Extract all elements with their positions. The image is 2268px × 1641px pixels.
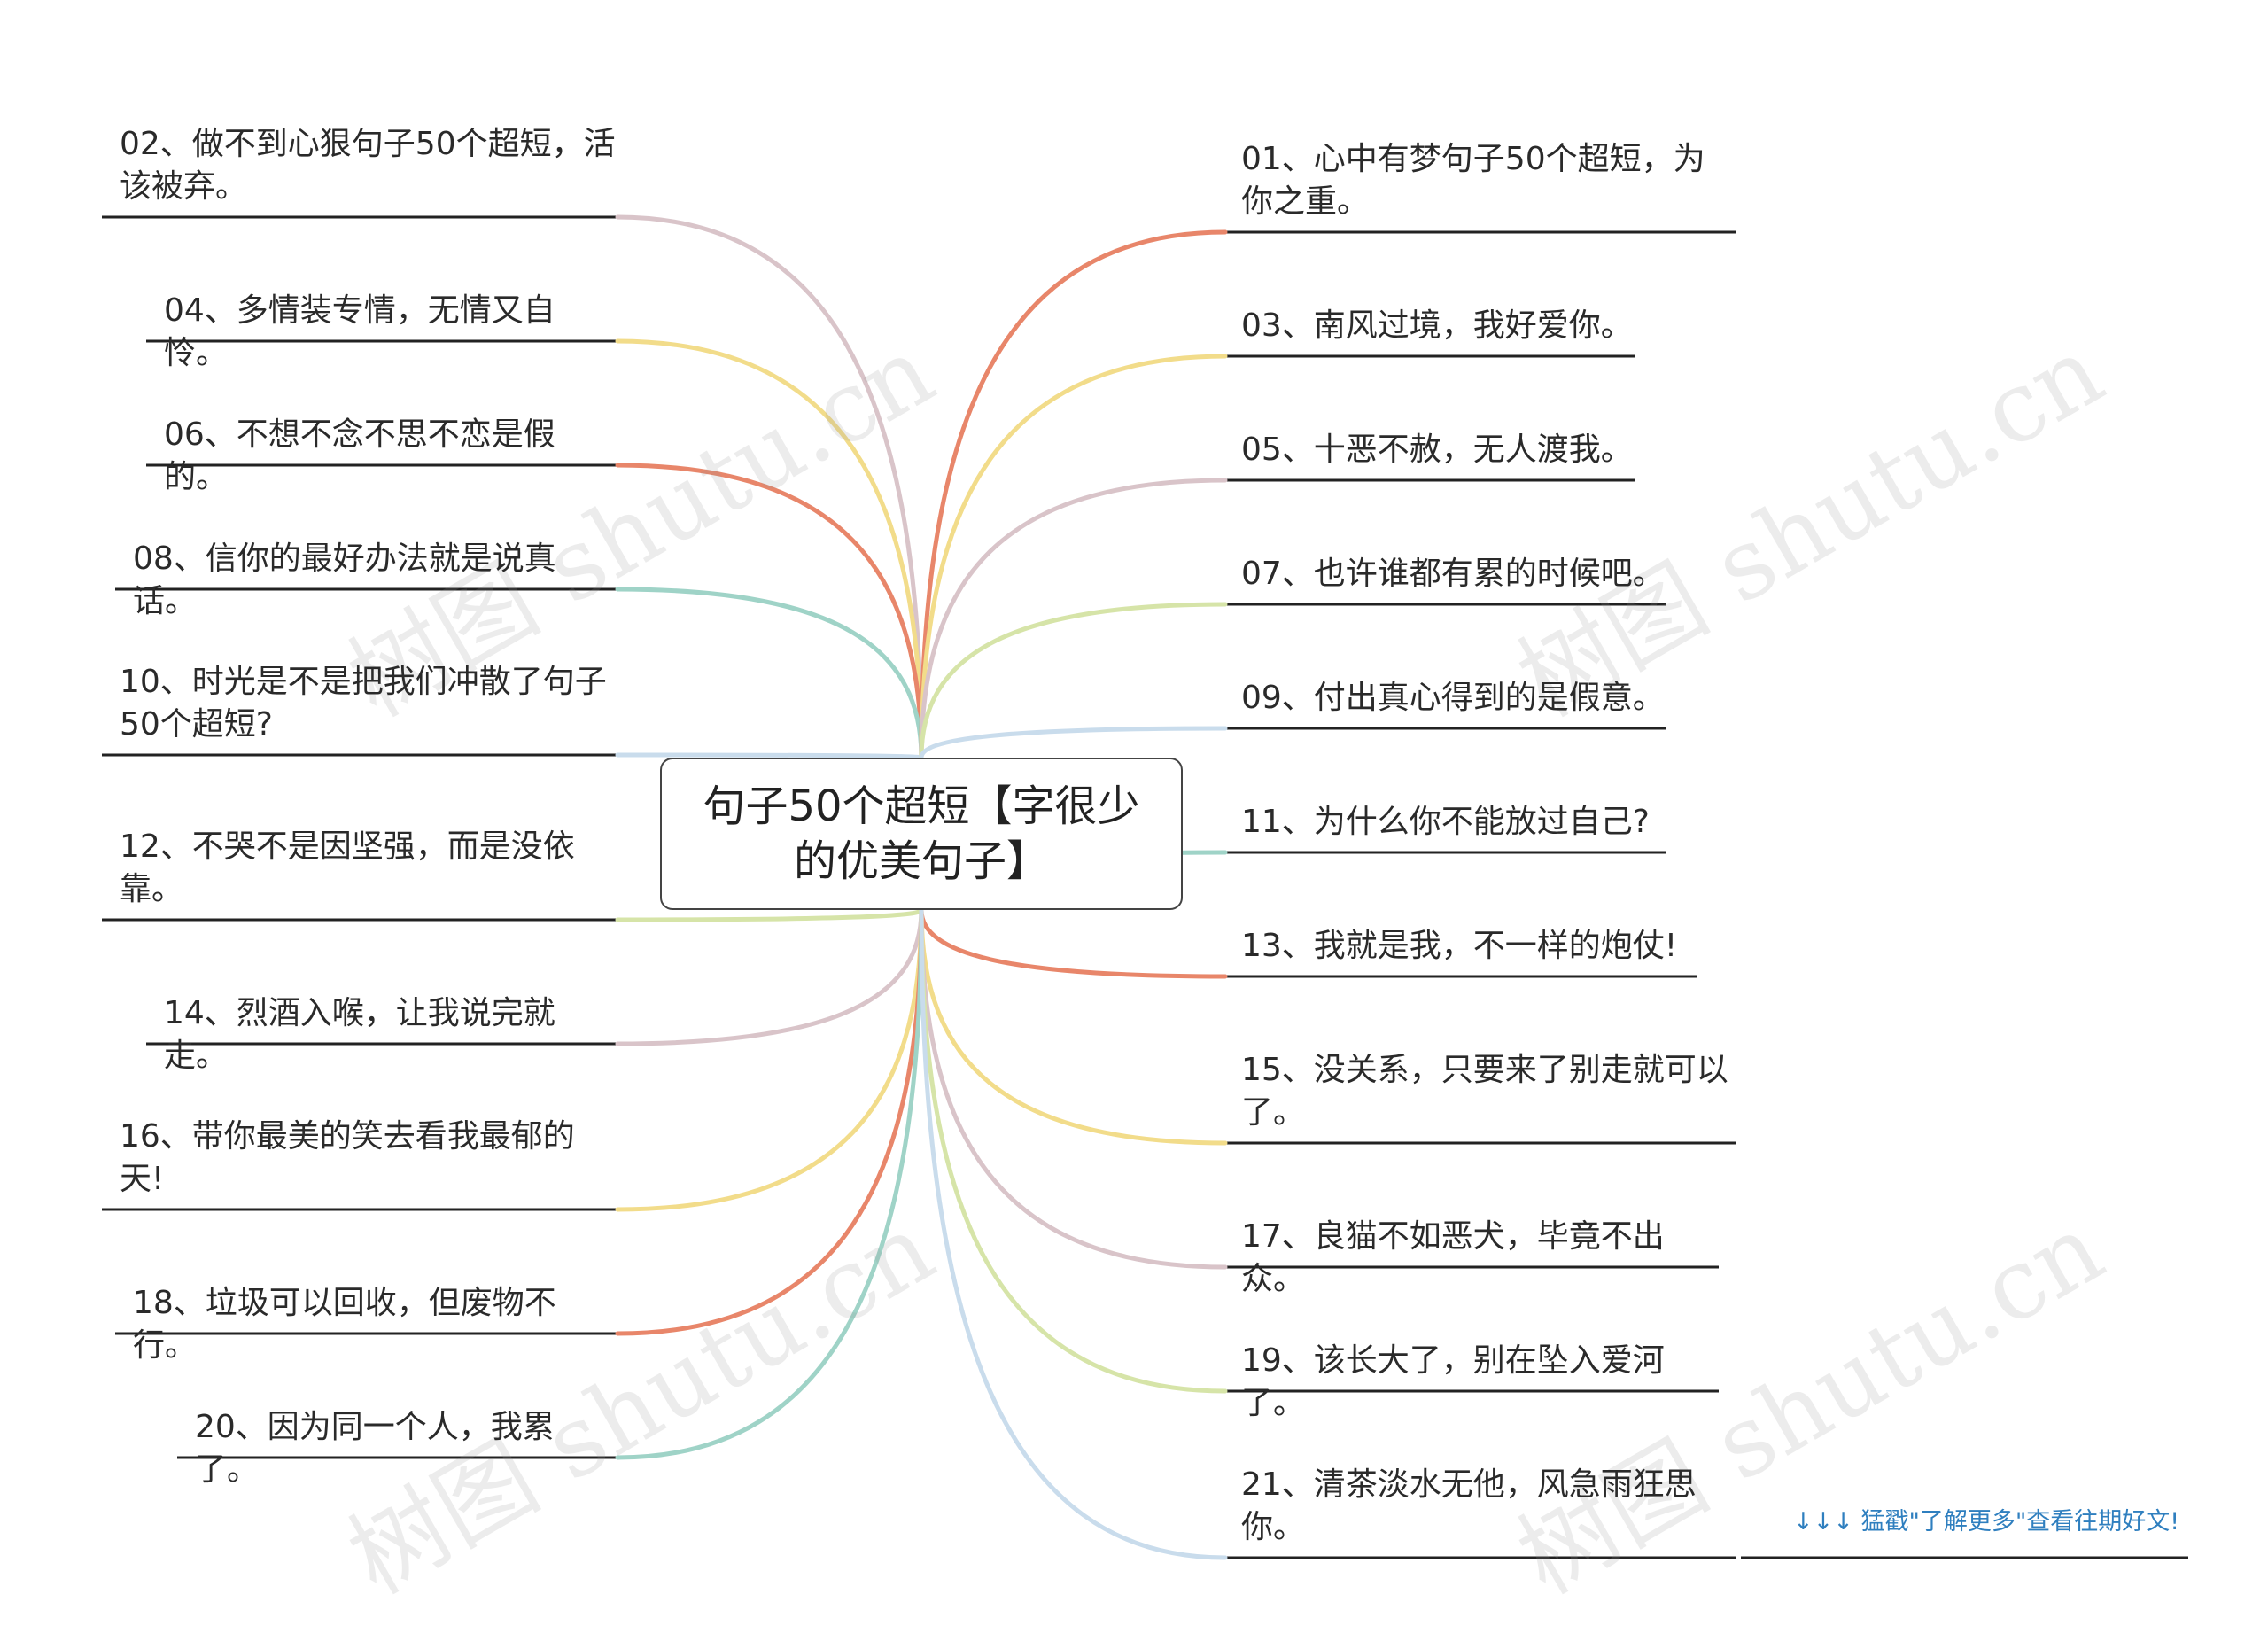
right-branch-label: 09、付出真心得到的是假意。 xyxy=(1241,680,1665,716)
left-branch-label: 08、信你的最好办法就是说真话。 xyxy=(133,541,556,619)
left-branch-7[interactable]: 14、烈酒入喉，让我说完就走。 xyxy=(164,992,616,1077)
right-branch-2[interactable]: 03、南风过境，我好爱你。 xyxy=(1241,305,1635,347)
left-branch-label: 16、带你最美的笑去看我最郁的天! xyxy=(120,1118,575,1197)
right-branch-link xyxy=(919,478,1228,760)
right-branch-label: 17、良猫不如恶犬，毕竟不出众。 xyxy=(1241,1218,1665,1297)
right-branch-7[interactable]: 13、我就是我，不一样的炮仗! xyxy=(1241,925,1697,968)
left-branch-link xyxy=(615,907,924,1212)
right-branch-link xyxy=(919,726,1228,760)
more-link[interactable]: ↓↓↓ 猛戳"了解更多"查看往期好文! xyxy=(1793,1508,2180,1536)
right-branch-5[interactable]: 09、付出真心得到的是假意。 xyxy=(1241,677,1666,719)
left-branch-link xyxy=(615,214,924,760)
left-branch-3[interactable]: 06、不想不念不思不恋是假的。 xyxy=(164,414,616,499)
left-branch-link xyxy=(615,907,924,922)
right-branch-label: 13、我就是我，不一样的炮仗! xyxy=(1241,928,1678,964)
left-branch-label: 02、做不到心狠句子50个超短，活该被弃。 xyxy=(120,126,616,205)
left-branch-link xyxy=(615,338,924,760)
right-branch-link xyxy=(919,602,1228,760)
right-branch-link xyxy=(919,907,1228,1394)
right-branch-1[interactable]: 01、心中有梦句子50个超短，为你之重。 xyxy=(1241,138,1736,223)
right-branch-3[interactable]: 05、十恶不赦，无人渡我。 xyxy=(1241,429,1635,471)
right-branch-4[interactable]: 07、也许谁都有累的时候吧。 xyxy=(1241,553,1666,595)
right-branch-label: 15、没关系，只要来了别走就可以了。 xyxy=(1241,1052,1728,1131)
left-branch-9[interactable]: 18、垃圾可以回收，但废物不行。 xyxy=(133,1282,616,1367)
left-branch-8[interactable]: 16、带你最美的笑去看我最郁的天! xyxy=(120,1116,616,1201)
right-branch-label: 03、南风过境，我好爱你。 xyxy=(1241,307,1633,344)
right-branch-label: 05、十恶不赦，无人渡我。 xyxy=(1241,432,1633,468)
right-branch-link xyxy=(919,229,1228,760)
right-branch-11[interactable]: 21、清茶淡水无他，风急雨狂思你。 xyxy=(1241,1464,1736,1549)
left-branch-label: 04、多情装专情，无情又自怜。 xyxy=(164,292,555,371)
root-topic-title: 句子50个超短【字很少的优美句子】 xyxy=(703,782,1140,886)
left-branch-link xyxy=(615,907,924,1460)
left-branch-label: 06、不想不念不思不恋是假的。 xyxy=(164,416,555,495)
left-branch-10[interactable]: 20、因为同一个人，我累了。 xyxy=(195,1406,616,1491)
left-branch-5[interactable]: 10、时光是不是把我们冲散了句子50个超短? xyxy=(120,661,616,746)
right-branch-label: 21、清茶淡水无他，风急雨狂思你。 xyxy=(1241,1466,1697,1545)
left-branch-link xyxy=(615,907,924,1046)
right-branch-10[interactable]: 19、该长大了，别在坠入爱河了。 xyxy=(1241,1340,1719,1425)
left-branch-link xyxy=(615,463,924,760)
right-branch-link xyxy=(919,907,1228,1146)
right-branch-label: 01、心中有梦句子50个超短，为你之重。 xyxy=(1241,141,1705,220)
left-branch-link xyxy=(615,752,924,760)
left-branch-label: 10、时光是不是把我们冲散了句子50个超短? xyxy=(120,664,607,743)
right-branch-link xyxy=(919,354,1228,760)
right-branch-6[interactable]: 11、为什么你不能放过自己? xyxy=(1241,801,1666,844)
right-branch-label: 19、该长大了，别在坠入爱河了。 xyxy=(1241,1342,1665,1421)
left-branch-label: 18、垃圾可以回收，但废物不行。 xyxy=(133,1285,556,1364)
right-branch-label: 11、为什么你不能放过自己? xyxy=(1241,804,1650,840)
left-branch-label: 14、烈酒入喉，让我说完就走。 xyxy=(164,995,555,1074)
left-branch-link xyxy=(615,587,924,760)
left-branch-2[interactable]: 04、多情装专情，无情又自怜。 xyxy=(164,290,616,375)
left-branch-link xyxy=(615,907,924,1336)
right-branch-9[interactable]: 17、良猫不如恶犬，毕竟不出众。 xyxy=(1241,1216,1719,1301)
left-branch-label: 12、不哭不是因坚强，而是没依靠。 xyxy=(120,828,575,907)
left-branch-6[interactable]: 12、不哭不是因坚强，而是没依靠。 xyxy=(120,826,616,911)
right-branch-link xyxy=(919,907,1228,1560)
left-branch-1[interactable]: 02、做不到心狠句子50个超短，活该被弃。 xyxy=(120,123,616,208)
left-branch-label: 20、因为同一个人，我累了。 xyxy=(195,1409,555,1488)
right-branch-link xyxy=(919,907,1228,979)
right-branch-8[interactable]: 15、没关系，只要来了别走就可以了。 xyxy=(1241,1049,1736,1134)
right-branch-link xyxy=(919,907,1228,1270)
root-topic[interactable]: 句子50个超短【字很少的优美句子】 xyxy=(660,758,1183,910)
right-branch-label: 07、也许谁都有累的时候吧。 xyxy=(1241,556,1665,592)
left-branch-4[interactable]: 08、信你的最好办法就是说真话。 xyxy=(133,538,616,623)
